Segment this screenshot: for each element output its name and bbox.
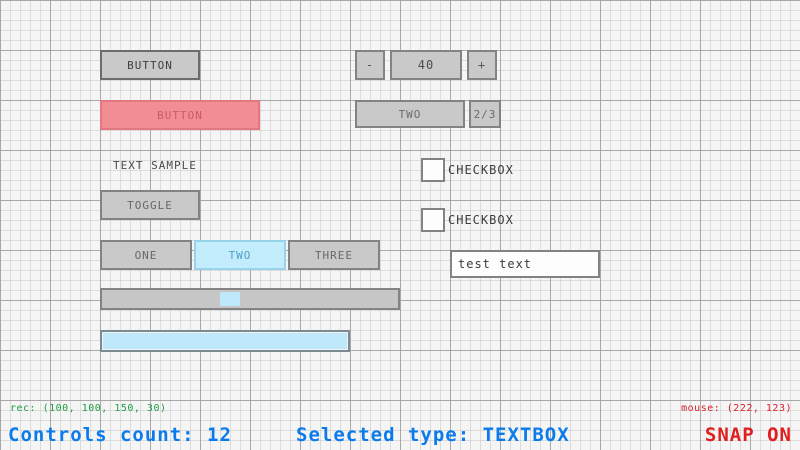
slider[interactable]	[100, 288, 400, 310]
checkbox-two-label: CHECKBOX	[448, 210, 568, 230]
spinner-decrement-label: -	[365, 58, 375, 72]
button-pressed-label: BUTTON	[157, 108, 203, 122]
button-default-label: BUTTON	[127, 58, 173, 72]
spinner-increment-label: +	[477, 58, 487, 72]
spinner-increment-button[interactable]: +	[467, 50, 497, 80]
spinner-decrement-button[interactable]: -	[355, 50, 385, 80]
toggle-group-item-two[interactable]: TWO	[194, 240, 286, 270]
checkbox-one[interactable]	[421, 158, 445, 182]
checkbox-two-label-text: CHECKBOX	[448, 213, 514, 227]
checkbox-one-label-text: CHECKBOX	[448, 163, 514, 177]
mouse-coordinates-text: mouse: (222, 123)	[681, 403, 792, 414]
combobox-count-label: 2/3	[473, 107, 497, 121]
toggle-group-item-one[interactable]: ONE	[100, 240, 192, 270]
toggle-button-label: TOGGLE	[127, 198, 173, 212]
textbox[interactable]: test text	[450, 250, 600, 278]
spinner-value-text: 40	[417, 58, 435, 72]
spinner-value[interactable]: 40	[390, 50, 462, 80]
text-sample-label-text: TEXT SAMPLE	[113, 158, 197, 172]
checkbox-one-label: CHECKBOX	[448, 160, 568, 180]
combobox-value: TWO	[398, 107, 422, 121]
combobox[interactable]: TWO	[355, 100, 465, 128]
text-sample-label: TEXT SAMPLE	[113, 155, 253, 175]
controls-count-text: Controls count: 12	[8, 424, 232, 446]
button-default[interactable]: BUTTON	[100, 50, 200, 80]
combobox-count-indicator[interactable]: 2/3	[469, 100, 501, 128]
toggle-group-item-one-label: ONE	[134, 248, 158, 262]
toggle-group-item-two-label: TWO	[228, 248, 252, 262]
snap-status-text: SNAP ON	[704, 424, 792, 446]
progress-bar	[100, 330, 350, 352]
toggle-group-item-three[interactable]: THREE	[288, 240, 380, 270]
textbox-value: test text	[458, 257, 533, 271]
button-pressed[interactable]: BUTTON	[100, 100, 260, 130]
slider-handle[interactable]	[220, 292, 240, 306]
selected-type-text: Selected type: TEXTBOX	[296, 424, 570, 446]
rec-coordinates-text: rec: (100, 100, 150, 30)	[10, 403, 167, 414]
toggle-button[interactable]: TOGGLE	[100, 190, 200, 220]
progress-bar-fill	[103, 333, 347, 349]
checkbox-two[interactable]	[421, 208, 445, 232]
toggle-group-item-three-label: THREE	[314, 248, 354, 262]
